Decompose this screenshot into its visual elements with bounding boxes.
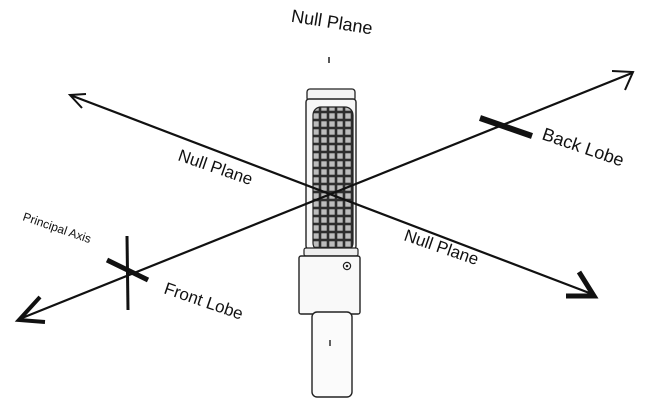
microphone (298, 88, 361, 398)
back-arrowhead (611, 70, 635, 91)
principal-axis-label: Principal Axis (21, 210, 93, 246)
front-arrowhead (14, 295, 46, 324)
front-lobe-marker-stem (125, 235, 130, 311)
mic-tail-tube (311, 311, 353, 398)
front-lobe-label: Front Lobe (162, 279, 246, 324)
null-plane-right-arrowhead (566, 270, 599, 299)
null-plane-top-label: Null Plane (290, 6, 374, 39)
null-plane-left-label: Null Plane (176, 146, 255, 189)
mic-joint-ring (303, 247, 359, 257)
axes (14, 57, 635, 324)
mic-mesh-grille (312, 106, 354, 252)
mic-screw-center (345, 264, 349, 268)
back-lobe-marker (479, 115, 533, 139)
null-plane-right-label: Null Plane (402, 226, 481, 269)
principal-axis-line (21, 71, 633, 320)
back-lobe-label: Back Lobe (540, 124, 627, 171)
null-plane-axis-line (69, 93, 593, 296)
null-plane-left-arrowhead (67, 93, 87, 109)
